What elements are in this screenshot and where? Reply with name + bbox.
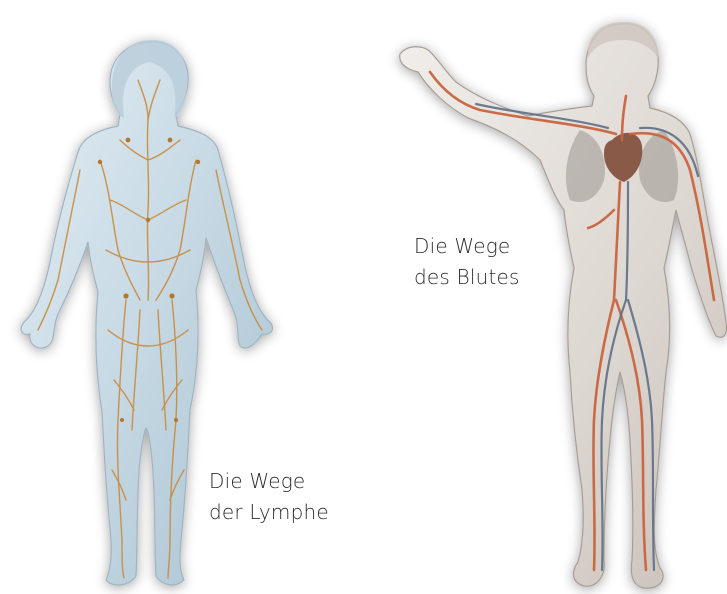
blood-body-silhouette [400, 24, 727, 588]
caption-blood: Die Wege des Blutes [414, 231, 520, 293]
caption-blood-line1: Die Wege [414, 231, 520, 262]
caption-blood-line2: des Blutes [414, 262, 520, 293]
caption-lymph: Die Wege der Lymphe [209, 466, 329, 528]
blood-figure [400, 22, 727, 588]
caption-lymph-line2: der Lymphe [209, 497, 329, 528]
caption-lymph-line1: Die Wege [209, 466, 329, 497]
